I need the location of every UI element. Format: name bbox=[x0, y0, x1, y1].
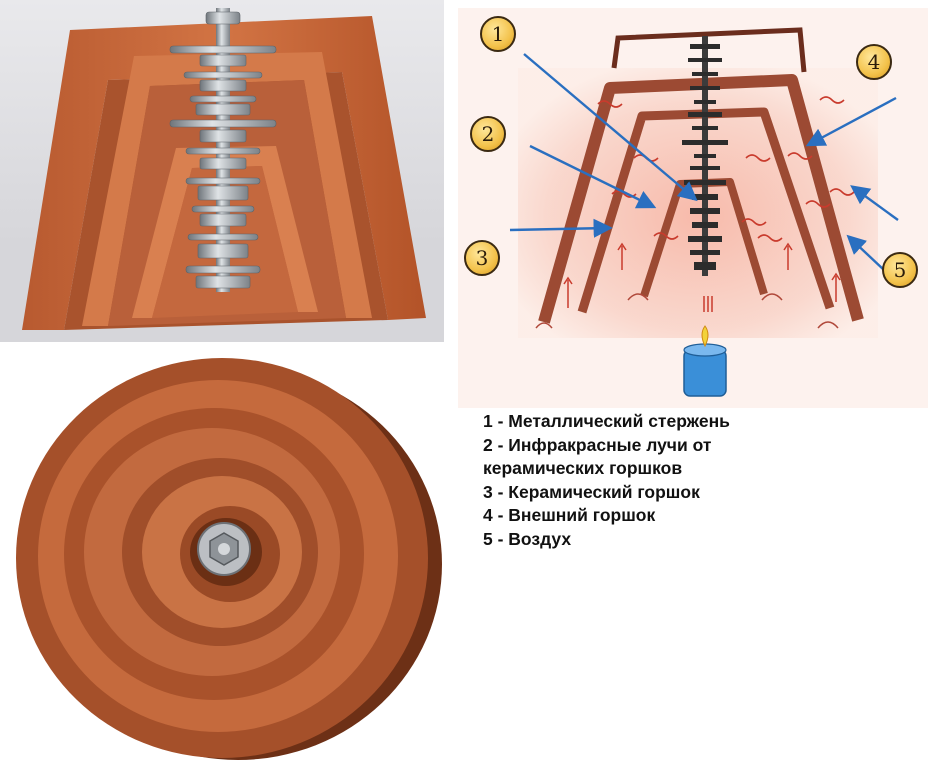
metal-rod bbox=[682, 36, 728, 276]
top-view-illustration bbox=[16, 358, 442, 760]
cross-section-illustration bbox=[0, 8, 444, 342]
legend-item-4: 4 - Внешний горшок bbox=[483, 505, 656, 525]
schematic-drawing bbox=[458, 8, 928, 408]
cross-section-photo bbox=[0, 0, 444, 342]
marker-4: 4 bbox=[856, 44, 892, 80]
marker-1: 1 bbox=[480, 16, 516, 52]
schematic-diagram: 1 2 3 4 5 bbox=[458, 8, 928, 408]
legend: 1 - Металлический стержень 2 - Инфракрас… bbox=[483, 410, 913, 551]
outer-pot-section bbox=[22, 16, 426, 330]
washer-stack bbox=[169, 11, 277, 289]
candle bbox=[683, 325, 727, 397]
outer-lid bbox=[611, 27, 807, 73]
middle-pot-section bbox=[82, 52, 372, 326]
outer-pot bbox=[538, 74, 864, 324]
legend-item-2: 2 - Инфракрасные лучи от bbox=[483, 434, 712, 455]
inner-pot-section bbox=[132, 146, 318, 318]
legend-item-5: 5 - Воздух bbox=[483, 528, 572, 549]
legend-item-1: 1 - Металлический стержень bbox=[483, 411, 730, 431]
legend-item-3: 3 - Керамический горшок bbox=[483, 481, 700, 502]
legend-item-2-continued: керамических горшков bbox=[483, 458, 683, 478]
top-view-photo bbox=[0, 342, 444, 768]
marker-2: 2 bbox=[470, 116, 506, 152]
hot-air-flows bbox=[563, 242, 841, 312]
marker-3: 3 bbox=[464, 240, 500, 276]
pointer-arrows bbox=[509, 53, 899, 271]
marker-5: 5 bbox=[882, 252, 918, 288]
